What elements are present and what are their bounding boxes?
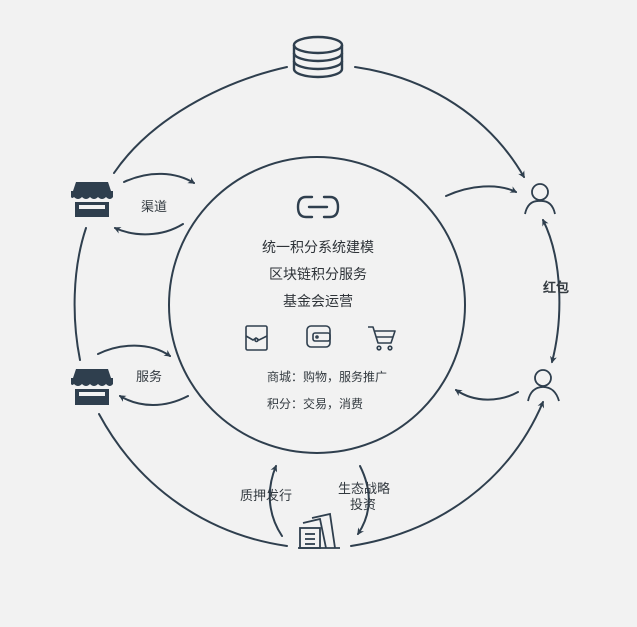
pledge-arrow bbox=[268, 464, 283, 537]
outer-arc-left bbox=[73, 227, 87, 361]
outer-arc-top-left bbox=[113, 66, 288, 174]
storefront-icon-bottom bbox=[71, 369, 113, 405]
center-title-blockchain: 区块链积分服务 bbox=[269, 267, 367, 283]
storefront-icon-top bbox=[71, 182, 113, 217]
shopping-cart-icon bbox=[368, 326, 396, 351]
outer-arc-bottom-left bbox=[98, 413, 288, 547]
user-icon-bottom bbox=[527, 369, 560, 402]
outer-arc-top-right bbox=[354, 66, 525, 179]
wallet-icon bbox=[245, 325, 268, 351]
pledge-issuance-label: 质押发行 bbox=[240, 489, 293, 504]
red-packet-arrow bbox=[542, 218, 561, 364]
service-label: 服务 bbox=[136, 370, 163, 385]
eco-strategy-label: 生态战略 bbox=[338, 482, 391, 497]
eco-investment-label: 投资 bbox=[350, 498, 377, 513]
purse-icon bbox=[306, 325, 331, 348]
center-mall-text: 商城：购物，服务推广 bbox=[267, 370, 388, 384]
database-icon bbox=[292, 35, 344, 79]
center-title-modeling: 统一积分系统建模 bbox=[262, 240, 374, 256]
red-packet-label: 红包 bbox=[543, 281, 570, 296]
service-arrow-in bbox=[97, 344, 172, 357]
center-points-text: 积分：交易，消费 bbox=[267, 397, 364, 411]
link-icon bbox=[296, 195, 340, 219]
documents-icon bbox=[298, 512, 340, 549]
channel-arrow-out bbox=[113, 223, 184, 236]
user-icon-top bbox=[524, 183, 556, 215]
outer-arc-bottom-right bbox=[350, 400, 545, 547]
user-arrow-bottom bbox=[454, 389, 519, 401]
inner-circle bbox=[168, 156, 466, 454]
user-arrow-top bbox=[445, 185, 518, 197]
eco-investment-arrow bbox=[357, 465, 370, 536]
channel-label: 渠道 bbox=[141, 200, 168, 215]
service-arrow-out bbox=[118, 395, 189, 406]
center-title-foundation: 基金会运营 bbox=[283, 294, 353, 310]
channel-arrow-in bbox=[123, 172, 196, 184]
